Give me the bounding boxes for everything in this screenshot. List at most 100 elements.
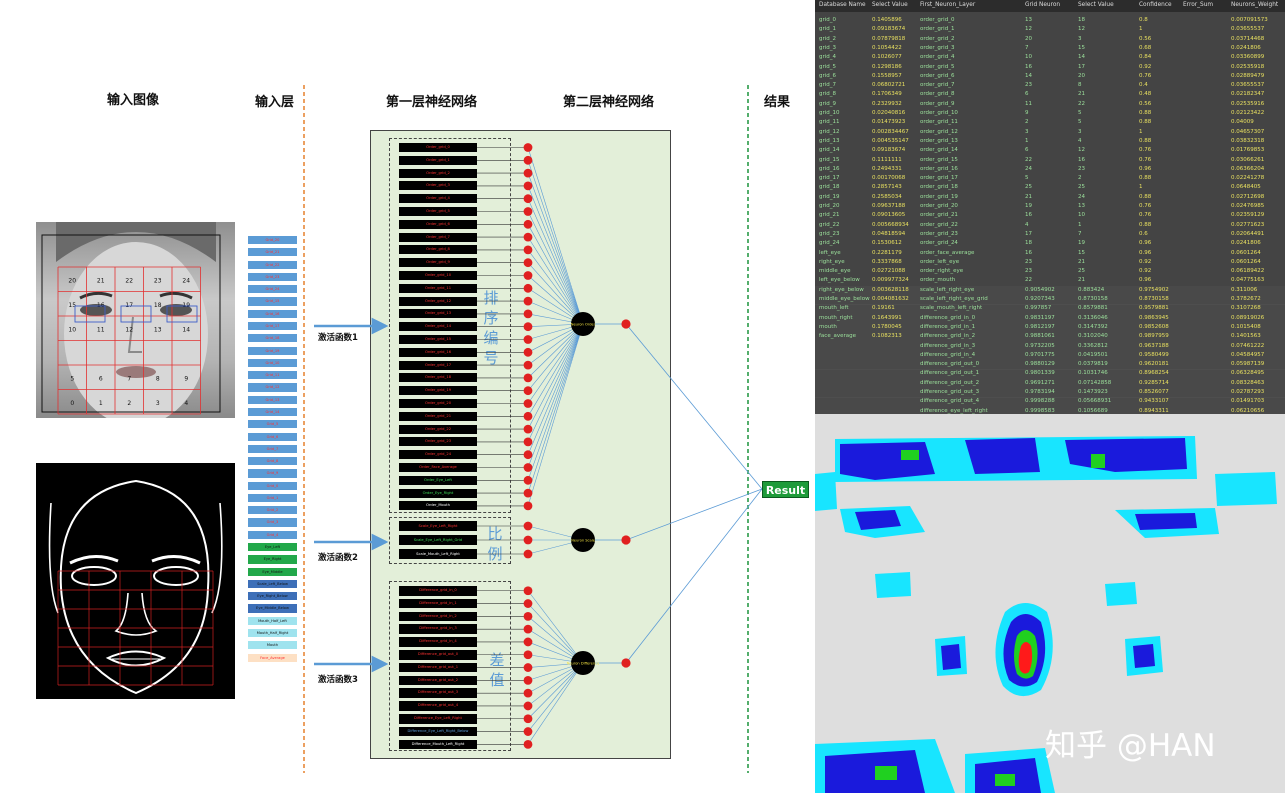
table-cell: 9 <box>1025 110 1029 116</box>
table-cell: 0.03714468 <box>1231 35 1265 42</box>
node-to-neuron-line <box>527 323 584 404</box>
table-cell: 3 <box>1078 35 1082 42</box>
neuron-box: Order_grid_20 <box>399 399 477 408</box>
input-node <box>523 386 533 396</box>
neuron-box: Difference_grid_in_1 <box>399 598 477 609</box>
table-cell: 0.3107268 <box>1231 305 1261 312</box>
table-cell: 0.9897959 <box>1139 333 1169 340</box>
table-cell: 0.9881061 <box>1025 333 1055 340</box>
table-cell: 0.9580499 <box>1139 351 1169 358</box>
table-cell: order_left_eye <box>920 258 960 265</box>
error-cell-bg <box>1183 43 1223 53</box>
table-cell: 22 <box>1078 100 1085 107</box>
table-cell: 0.76 <box>1139 72 1152 79</box>
table-cell: middle_eye <box>819 268 851 275</box>
table-cell: 0.9285714 <box>1139 379 1169 386</box>
error-cell-bg <box>1183 81 1223 91</box>
input-node <box>523 399 533 408</box>
output-node <box>621 658 631 668</box>
input-node <box>523 194 533 204</box>
neuron-box: Order_grid_21 <box>399 411 477 421</box>
error-cell-bg <box>1183 53 1223 63</box>
input-layer-item: Grid_5 <box>248 420 297 429</box>
error-cell-bg <box>1183 109 1223 118</box>
table-cell: 0.01473923 <box>872 119 906 126</box>
table-column-header: Select Value <box>1078 2 1114 8</box>
table-cell: 0.8730158 <box>1078 296 1108 302</box>
table-cell: 0.2857143 <box>872 184 902 191</box>
neuron-box: Order_grid_12 <box>399 296 477 306</box>
neuron-box: Order_grid_6 <box>399 219 477 229</box>
table-cell: 0.997857 <box>1025 305 1052 312</box>
neuron-box: Order_grid_18 <box>399 373 477 383</box>
table-cell: 0.88 <box>1139 193 1152 200</box>
table-cell: grid_7 <box>819 82 837 89</box>
table-cell: scale_left_right_eye_grid <box>920 296 988 302</box>
neuron-box: Difference_grid_out_2 <box>399 675 477 686</box>
error-cell-bg <box>1183 192 1223 202</box>
table-cell: 12 <box>1078 26 1085 33</box>
table-cell: 0.88 <box>1139 175 1152 182</box>
grid-number: 21 <box>97 277 105 284</box>
neuron-box: Order_Face_Average <box>399 463 477 472</box>
table-cell: 0.68 <box>1139 44 1152 51</box>
input-node <box>523 521 533 531</box>
output-node <box>621 535 631 545</box>
table-cell: 0.84 <box>1139 54 1152 61</box>
table-cell: 22 <box>1025 156 1032 163</box>
node-to-neuron-line <box>527 211 584 325</box>
input-node <box>523 488 533 498</box>
node-to-neuron-line <box>527 147 584 325</box>
table-cell: grid_6 <box>819 72 837 79</box>
input-node <box>523 219 533 229</box>
table-cell: grid_1 <box>819 26 837 33</box>
table-cell: order_grid_13 <box>920 137 958 144</box>
table-cell: 0.09637188 <box>872 203 906 209</box>
table-cell: 0.004081632 <box>872 296 909 302</box>
table-cell: 0.88 <box>1139 110 1152 116</box>
neuron-box: Order_grid_24 <box>399 450 477 460</box>
table-cell: 0.05987139 <box>1231 361 1265 368</box>
table-cell: order_grid_3 <box>920 44 955 51</box>
table-cell: 0.1026077 <box>872 54 902 61</box>
table-cell: 1 <box>1078 221 1082 228</box>
neuron-box: Order_grid_2 <box>399 168 477 178</box>
table-cell: difference_grid_out_1 <box>920 370 980 377</box>
error-cell-bg <box>1183 350 1223 360</box>
table-cell: 0.9579881 <box>1139 305 1169 312</box>
table-cell: 4 <box>1078 137 1082 144</box>
table-cell: 0.88 <box>1139 137 1152 144</box>
input-node <box>523 501 533 511</box>
table-column-header: Database Name <box>819 2 866 8</box>
table-cell: 14 <box>1025 72 1032 79</box>
grid-number: 7 <box>127 375 131 382</box>
table-cell: 0.9801339 <box>1025 370 1055 377</box>
grid-number: 13 <box>154 326 162 333</box>
header-result: 结果 <box>764 95 791 110</box>
table-cell: 0.883424 <box>1078 286 1105 293</box>
table-cell: 0.92 <box>1139 63 1152 70</box>
activation-label-3: 激活函数3 <box>318 675 358 685</box>
table-cell: 0.03655537 <box>1231 82 1265 89</box>
input-layer-item: Mouth <box>248 641 297 650</box>
input-layer-item: Mouth_Half_Right <box>248 629 297 638</box>
table-cell: 11 <box>1025 100 1032 107</box>
table-cell: 18 <box>1078 17 1085 23</box>
neuron-box: Order_grid_5 <box>399 207 477 216</box>
table-cell: 21 <box>1025 193 1032 200</box>
input-layer-item: Grid_21 <box>248 248 297 257</box>
neuron-box: Difference_grid_out_4 <box>399 701 477 711</box>
